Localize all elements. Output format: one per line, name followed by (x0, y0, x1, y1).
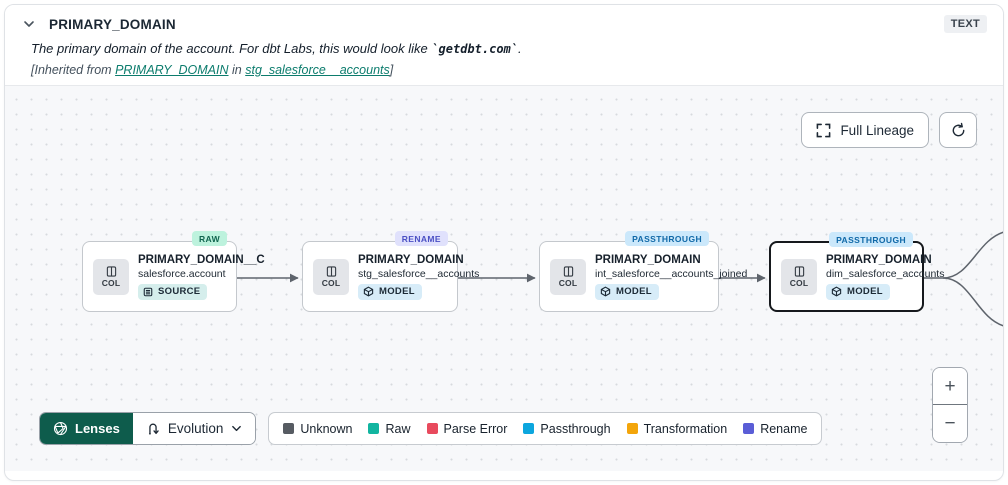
legend-item: Passthrough (523, 421, 611, 436)
legend-swatch (426, 423, 438, 434)
legend-swatch (523, 423, 535, 434)
col-label: COL (789, 277, 809, 288)
legend-label: Rename (760, 421, 808, 436)
lineage-canvas[interactable]: Full Lineage RAW COL PRIMARY_DOMAIN__C (5, 85, 1003, 471)
zoom-control: + − (932, 367, 968, 443)
lineage-node-dim[interactable]: PASSTHROUGH COL PRIMARY_DOMAIN dim_sales… (769, 232, 944, 312)
description-text: The primary domain of the account. For d… (31, 41, 432, 56)
evolution-tag: RAW (191, 231, 227, 246)
inherited-middle: in (228, 63, 246, 77)
model-icon (600, 286, 611, 297)
refresh-icon (950, 122, 967, 139)
lenses-button[interactable]: Lenses (40, 413, 133, 444)
node-subtitle: int_salesforce__accounts_joined (595, 267, 748, 280)
expand-icon (816, 123, 831, 138)
zoom-out-button[interactable]: − (933, 405, 967, 442)
evolution-tag: RENAME (394, 231, 448, 246)
full-lineage-label: Full Lineage (840, 122, 914, 138)
resource-label: MODEL (847, 286, 883, 297)
lens-selector: Lenses Evolution (39, 412, 257, 445)
legend-swatch (743, 423, 755, 434)
column-icon (326, 265, 337, 277)
legend-item: Parse Error (426, 421, 508, 436)
source-icon (143, 287, 153, 297)
node-title: PRIMARY_DOMAIN (358, 253, 464, 266)
legend-label: Passthrough (540, 421, 611, 436)
full-lineage-button[interactable]: Full Lineage (801, 112, 929, 148)
legend-item: Transformation (626, 421, 728, 436)
description-period: . (518, 41, 522, 56)
column-details-panel: PRIMARY_DOMAIN TEXT The primary domain o… (4, 4, 1004, 481)
description-code: `getdbt.com` (431, 42, 519, 56)
resource-label: MODEL (616, 286, 652, 297)
node-subtitle: stg_salesforce__accounts (358, 267, 480, 280)
resource-badge: SOURCE (138, 283, 208, 300)
collapse-chevron-icon[interactable] (21, 16, 37, 32)
legend-item: Rename (743, 422, 807, 436)
legend-label: Unknown (300, 421, 353, 436)
inherited-suffix: ] (389, 63, 394, 77)
lens-aperture-icon (53, 421, 68, 436)
lineage-node-source[interactable]: RAW COL PRIMARY_DOMAIN__C salesforce.acc… (82, 231, 265, 312)
legend-item: Raw (368, 421, 411, 436)
legend-swatch (283, 423, 295, 434)
inherited-note: [Inherited from PRIMARY_DOMAIN in stg_sa… (31, 63, 987, 77)
node-title: PRIMARY_DOMAIN (595, 253, 701, 266)
lens-selected-label: Evolution (167, 421, 224, 436)
resource-label: SOURCE (158, 286, 201, 297)
column-description: The primary domain of the account. For d… (31, 41, 987, 56)
legend-label: Raw (385, 421, 411, 436)
legend-swatch (368, 423, 380, 434)
column-title: PRIMARY_DOMAIN (49, 16, 176, 32)
chevron-down-icon (231, 423, 242, 434)
refresh-button[interactable] (939, 112, 977, 148)
column-type-chip: COL (93, 258, 129, 295)
evolution-tag: PASSTHROUGH (625, 231, 709, 246)
resource-badge: MODEL (595, 283, 659, 300)
legend-swatch (626, 423, 638, 434)
inherited-model-link[interactable]: stg_salesforce__accounts (245, 63, 390, 77)
resource-badge: MODEL (358, 283, 422, 300)
column-icon (794, 265, 805, 277)
inherited-prefix: [Inherited from (31, 63, 116, 77)
node-subtitle: dim_salesforce_accounts (826, 267, 945, 280)
node-title: PRIMARY_DOMAIN__C (138, 253, 265, 266)
column-icon (106, 265, 117, 277)
column-type-chip: COL (550, 258, 586, 295)
column-type-chip: COL (781, 258, 817, 295)
lineage-node-stg[interactable]: RENAME COL PRIMARY_DOMAIN stg_salesforce… (302, 231, 479, 312)
col-label: COL (321, 277, 341, 288)
evolution-tag: PASSTHROUGH (829, 232, 913, 247)
lenses-label: Lenses (75, 421, 120, 436)
node-subtitle: salesforce.account (138, 267, 226, 280)
lens-dropdown[interactable]: Evolution (132, 413, 256, 444)
model-icon (831, 286, 842, 297)
inherited-column-link[interactable]: PRIMARY_DOMAIN (115, 63, 229, 77)
legend-label: Parse Error (443, 421, 508, 436)
column-header: PRIMARY_DOMAIN TEXT The primary domain o… (5, 5, 1003, 85)
legend-item: Unknown (283, 422, 352, 436)
column-type-chip: COL (313, 258, 349, 295)
column-type-badge: TEXT (943, 15, 987, 33)
zoom-in-button[interactable]: + (933, 368, 967, 405)
evolution-legend: Unknown Raw Parse Error Passthrough Tran… (268, 412, 823, 445)
column-icon (563, 265, 574, 277)
col-label: COL (558, 277, 578, 288)
col-label: COL (101, 277, 121, 288)
resource-badge: MODEL (826, 283, 890, 300)
model-icon (363, 286, 374, 297)
resource-label: MODEL (379, 286, 415, 297)
lineage-node-int[interactable]: PASSTHROUGH COL PRIMARY_DOMAIN int_sales… (539, 231, 747, 312)
evolution-icon (146, 422, 160, 436)
node-title: PRIMARY_DOMAIN (826, 253, 932, 266)
legend-label: Transformation (643, 421, 728, 436)
